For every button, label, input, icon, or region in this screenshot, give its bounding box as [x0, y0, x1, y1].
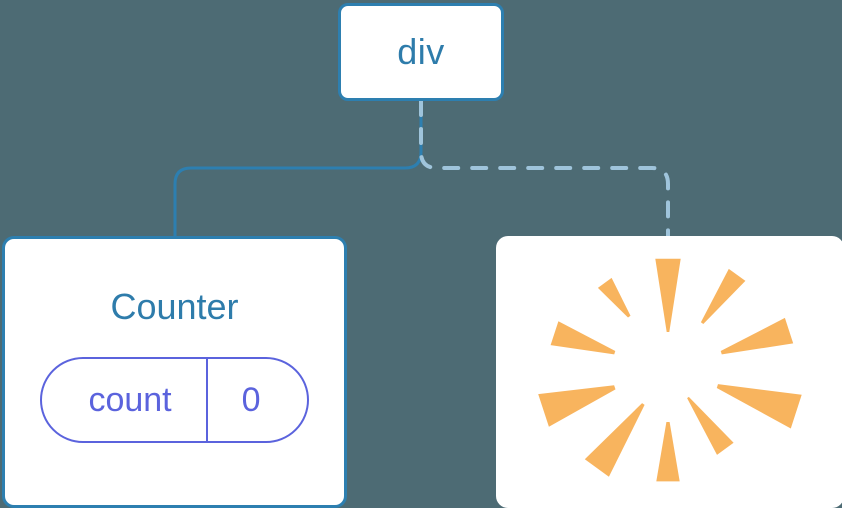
- connector-div-to-counter: [173, 99, 423, 238]
- burst-ray-3: [720, 317, 794, 355]
- burst-ray-5: [687, 396, 734, 455]
- state-pill-count[interactable]: count 0: [40, 357, 309, 443]
- render-burst-icon: [538, 258, 802, 482]
- node-counter[interactable]: Counter count 0: [2, 236, 347, 508]
- burst-ray-1: [655, 258, 681, 332]
- state-value-label: 0: [241, 381, 261, 419]
- node-burst[interactable]: [496, 236, 842, 508]
- node-div[interactable]: div: [338, 3, 504, 101]
- burst-ray-8: [538, 385, 616, 427]
- state-pill-divider: [205, 359, 208, 441]
- node-counter-label: Counter: [110, 286, 239, 327]
- burst-ray-4: [716, 384, 802, 429]
- state-key-label: count: [88, 381, 172, 419]
- burst-ray-6: [656, 422, 680, 482]
- node-div-label: div: [397, 31, 445, 72]
- burst-ray-7: [584, 403, 645, 477]
- burst-ray-10: [597, 277, 631, 318]
- burst-ray-9: [550, 321, 616, 355]
- connector-div-to-burst: [419, 99, 670, 238]
- burst-ray-2: [700, 268, 746, 324]
